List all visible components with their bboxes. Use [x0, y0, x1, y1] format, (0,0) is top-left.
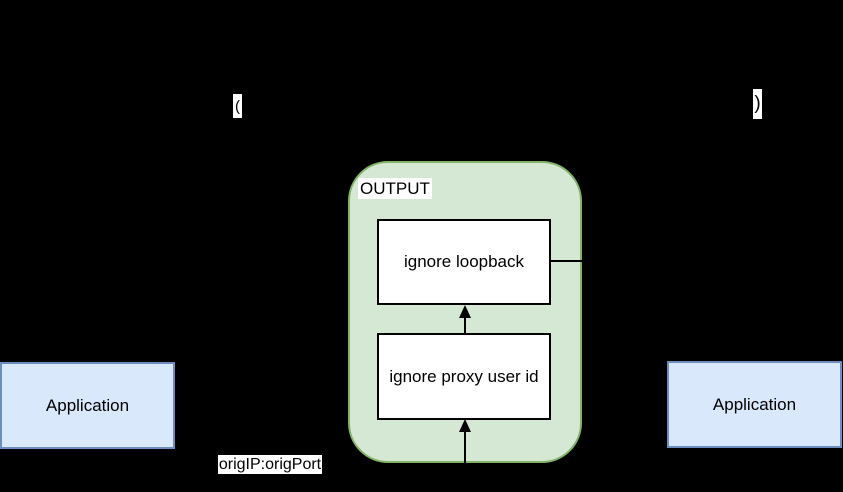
- output-chain-title: OUTPUT: [358, 178, 432, 199]
- connector-bottom-into-proxy: [464, 430, 466, 492]
- orig-ip-port-label: origIP:origPort: [218, 455, 322, 474]
- connector-loopback-to-right: [551, 260, 661, 262]
- paren-close-label: ): [753, 89, 762, 119]
- application-left-node: Application: [0, 362, 175, 449]
- application-right-node: Application: [667, 361, 842, 448]
- ignore-proxy-user-id-label: ignore proxy user id: [389, 366, 539, 386]
- application-right-label: Application: [712, 394, 797, 414]
- connector-proxy-to-loopback: [464, 315, 466, 333]
- ignore-loopback-label: ignore loopback: [403, 252, 525, 271]
- application-left-label: Application: [45, 395, 130, 415]
- paren-open-label: (: [233, 94, 242, 118]
- arrowhead-up-icon: [459, 419, 471, 432]
- ignore-loopback-node: ignore loopback: [377, 219, 551, 305]
- ignore-proxy-user-id-node: ignore proxy user id: [377, 333, 551, 420]
- arrowhead-up-icon: [459, 305, 471, 318]
